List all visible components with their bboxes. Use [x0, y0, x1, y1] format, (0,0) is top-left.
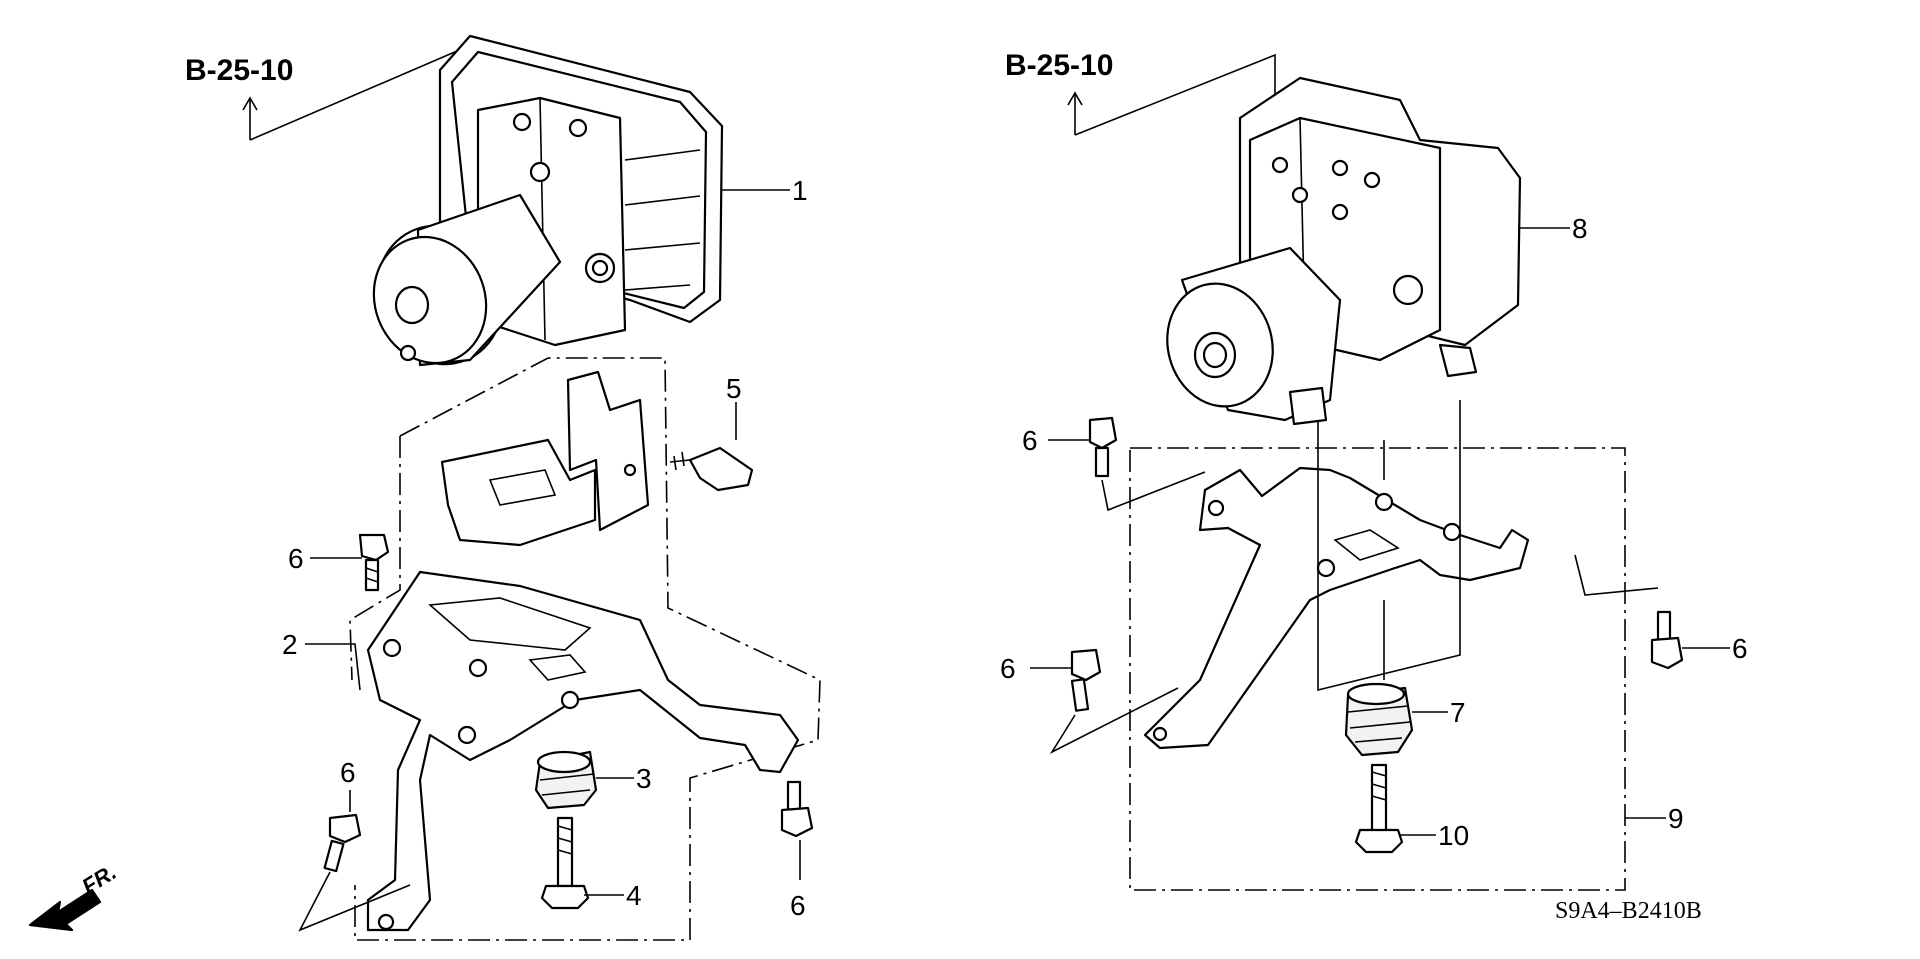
right-modulator-unit: [1166, 76, 1522, 426]
left-reference-label[interactable]: B-25-10: [185, 54, 293, 87]
right-bolt-upper: [1088, 416, 1118, 478]
right-bolt-upper-leader: [1101, 471, 1206, 512]
right-bolt-lower-leader: [1049, 687, 1179, 755]
callout-7[interactable]: 7: [1450, 697, 1466, 728]
callout-1[interactable]: 1: [792, 175, 808, 206]
callout-4[interactable]: 4: [626, 880, 642, 911]
callout-9[interactable]: 9: [1668, 803, 1684, 834]
left-bolt-lower: [323, 813, 362, 873]
right-dashdot-outline: [1129, 447, 1626, 891]
left-assembly: B-25-10 1: [28, 34, 821, 941]
right-mount-bolt: [1354, 763, 1404, 854]
callout-10[interactable]: 10: [1438, 820, 1469, 851]
left-reference-arrow: [242, 96, 258, 140]
callout-6a[interactable]: 6: [288, 543, 304, 574]
callout-8[interactable]: 8: [1572, 213, 1588, 244]
left-bolt-upper: [358, 533, 390, 592]
right-guide-lines: [1317, 400, 1461, 692]
right-bolt-right: [1650, 610, 1684, 670]
left-bolt-right: [780, 780, 814, 838]
callout-5[interactable]: 5: [726, 373, 742, 404]
callout-3[interactable]: 3: [636, 763, 652, 794]
left-mount-bolt: [540, 816, 590, 910]
left-mount-rubber: [534, 750, 598, 810]
left-main-bracket: [366, 570, 800, 932]
callout-6c[interactable]: 6: [790, 890, 806, 921]
callout-6e[interactable]: 6: [1000, 653, 1016, 684]
left-upper-bracket: [440, 370, 650, 547]
callout-6f[interactable]: 6: [1732, 633, 1748, 664]
fr-direction-arrow: FR.: [28, 859, 121, 932]
figure-code: S9A4–B2410B: [1555, 898, 1702, 924]
left-dashdot-outline-2: [349, 436, 401, 681]
right-reference-label[interactable]: B-25-10: [1005, 49, 1113, 82]
left-flange-bolt: [669, 446, 754, 492]
left-bolt-lower-leader: [298, 871, 411, 932]
right-mount-rubber: [1344, 682, 1414, 757]
callout-6b[interactable]: 6: [340, 757, 356, 788]
left-dashdot-outline: [354, 357, 821, 941]
right-reference-arrow: [1067, 91, 1083, 135]
fr-label: FR.: [77, 859, 120, 899]
callout-6d[interactable]: 6: [1022, 425, 1038, 456]
right-bracket: [1143, 466, 1530, 750]
right-bolt-lower: [1070, 648, 1102, 712]
right-bolt-right-leader: [1574, 554, 1659, 596]
callout-2-leader: [305, 643, 361, 691]
callout-2[interactable]: 2: [282, 629, 298, 660]
right-assembly: B-25-10 8: [1000, 49, 1748, 924]
left-modulator-unit: [372, 34, 724, 367]
